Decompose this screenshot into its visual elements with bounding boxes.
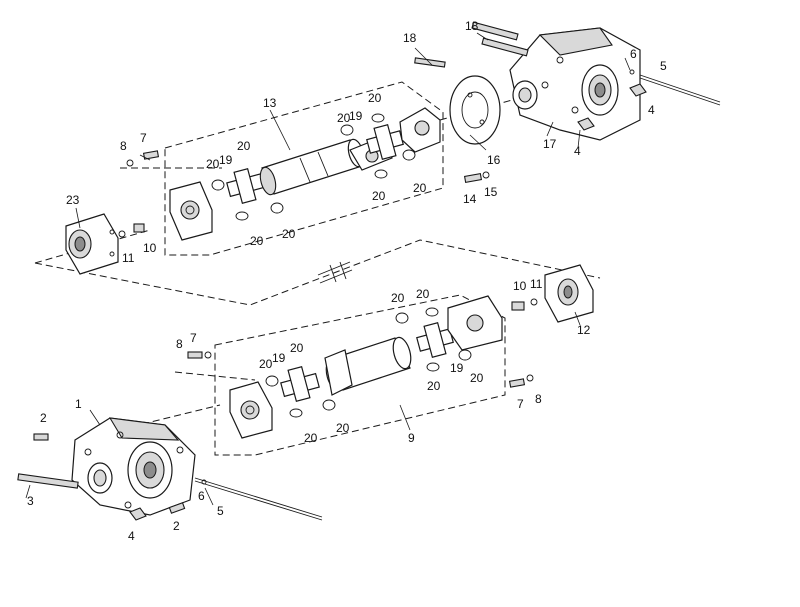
callout-19-upper-front: 19 [219, 153, 233, 167]
callout-12: 12 [577, 323, 591, 337]
callout-14: 14 [463, 192, 477, 206]
lower-assembly-outline [214, 294, 506, 456]
callout-6-upper: 6 [630, 47, 637, 61]
front-diff-bolt-2-right [168, 502, 186, 514]
callout-20-g: 20 [372, 189, 386, 203]
callout-8-lower-right: 8 [535, 392, 542, 406]
callout-8-lower: 8 [176, 337, 183, 351]
callout-20-d: 20 [282, 227, 296, 241]
upper-flange-yoke [169, 181, 213, 241]
front-output-flange [65, 213, 119, 275]
front-diff-long-bolt-3 [17, 473, 79, 489]
callout-10-upper: 10 [143, 241, 157, 255]
callout-20-c: 20 [250, 234, 264, 248]
break-symbol [317, 261, 353, 284]
callout-9: 9 [408, 431, 415, 445]
callout-4-upper-right: 4 [648, 103, 655, 117]
callout-20-e: 20 [337, 111, 351, 125]
upper-snap-rings [211, 113, 416, 221]
callout-15: 15 [484, 185, 498, 199]
callout-5-upper: 5 [660, 59, 667, 73]
lower-universal-joint-front [280, 365, 320, 403]
lower-rear-flange-yoke [447, 295, 503, 351]
callout-20-m: 20 [427, 379, 441, 393]
callout-20-j: 20 [416, 287, 430, 301]
callout-18-left: 18 [403, 31, 417, 45]
rear-diff-bolts-18 [414, 21, 529, 68]
callout-11-upper: 11 [122, 251, 135, 265]
lower-propeller-shaft-tube [324, 336, 412, 396]
shaft-axis-line-lower [174, 371, 256, 381]
callout-4-upper-bottom: 4 [574, 144, 581, 158]
callout-11-lower: 11 [530, 277, 543, 291]
upper-rear-slip-yoke [399, 107, 441, 153]
callout-20-h: 20 [413, 181, 427, 195]
upper-left-bolt-set [126, 150, 160, 167]
callout-20-f: 20 [368, 91, 382, 105]
rear-differential-housing [509, 27, 641, 141]
callout-5-lower: 5 [217, 504, 224, 518]
rear-diff-nuts [577, 69, 647, 131]
callout-23: 23 [66, 193, 80, 207]
upper-propeller-shaft-tube [259, 138, 365, 196]
callout-20-n: 20 [470, 371, 484, 385]
lower-flange-yoke [229, 381, 273, 439]
callout-17: 17 [543, 137, 557, 151]
callout-20-o: 20 [304, 431, 318, 445]
front-axle-rod [194, 477, 323, 521]
front-diff-nut-4 [129, 507, 147, 521]
callout-19-lower-rear: 19 [450, 361, 464, 375]
callout-7-lower-right: 7 [517, 397, 524, 411]
callout-3: 3 [27, 494, 34, 508]
shaft-axis-line-mid [34, 239, 601, 306]
shaft-axis-line-front [109, 404, 221, 433]
rear-diff-brake-disc [449, 75, 501, 145]
callout-13: 13 [263, 96, 277, 110]
rear-diff-bolt-14 [463, 171, 490, 183]
callout-19-upper-rear: 19 [349, 109, 363, 123]
callout-20-b: 20 [206, 157, 220, 171]
callout-8-upper: 8 [120, 139, 127, 153]
rear-output-flange [544, 264, 594, 323]
callout-19-lower-front: 19 [272, 351, 286, 365]
callout-2-left: 2 [40, 411, 47, 425]
lower-right-bolt-set [508, 374, 534, 388]
callout-7-upper: 7 [140, 131, 147, 145]
leader-lines [25, 32, 631, 506]
callout-2-right: 2 [173, 519, 180, 533]
rear-axle-rod-right [639, 74, 721, 106]
upper-universal-joint-front [226, 167, 266, 205]
callout-1: 1 [75, 397, 82, 411]
callout-18-right: 18 [465, 19, 479, 33]
lower-snap-rings [265, 307, 472, 418]
flange-bolt-washer [118, 223, 145, 238]
callout-20-p: 20 [336, 421, 350, 435]
callout-20-l: 20 [290, 341, 304, 355]
callout-4-lower: 4 [128, 529, 135, 543]
front-diff-bolt-2-left [33, 433, 49, 441]
rear-flange-bolt-washer [511, 298, 538, 311]
callout-6-lower: 6 [198, 489, 205, 503]
front-differential-housing [71, 417, 196, 516]
callout-20-k: 20 [259, 357, 273, 371]
callout-10-lower: 10 [513, 279, 527, 293]
lower-left-bolt-set [187, 351, 212, 359]
callout-20-i: 20 [391, 291, 405, 305]
callout-16: 16 [487, 153, 501, 167]
upper-assembly-outline [164, 81, 444, 256]
callout-20-a: 20 [237, 139, 251, 153]
callout-7-lower: 7 [190, 331, 197, 345]
